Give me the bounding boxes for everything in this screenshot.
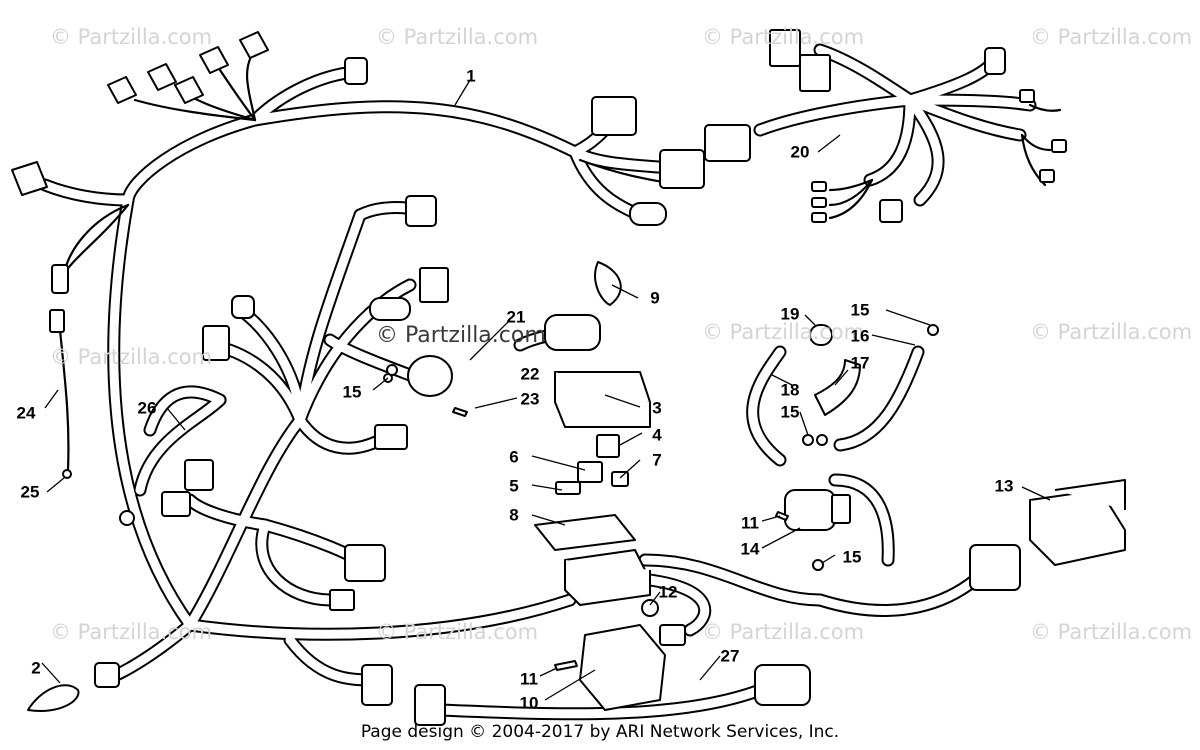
watermark: © Partzilla.com: [702, 320, 865, 344]
copyright-footer: Page design © 2004-2017 by ARI Network S…: [360, 722, 840, 742]
watermark: © Partzilla.com: [702, 620, 865, 644]
callout-8: 8: [509, 505, 519, 525]
watermark: © Partzilla.com: [1030, 25, 1193, 49]
callout-12: 12: [658, 582, 678, 602]
watermark: © Partzilla.com: [50, 345, 213, 369]
watermark: © Partzilla.com: [376, 620, 539, 644]
callout-11-regulator: 11: [520, 669, 538, 689]
watermark: © Partzilla.com: [50, 25, 213, 49]
callout-1: 1: [466, 66, 476, 86]
callout-16: 16: [850, 326, 870, 346]
callout-9: 9: [650, 288, 660, 308]
callout-2: 2: [31, 658, 41, 678]
callout-25: 25: [20, 482, 40, 502]
callout-15-left: 15: [342, 382, 362, 402]
center-watermark: © Partzilla.com: [376, 323, 546, 348]
callout-10: 10: [519, 693, 539, 713]
callout-18: 18: [780, 380, 800, 400]
callout-5: 5: [509, 476, 519, 496]
watermark: © Partzilla.com: [1030, 620, 1193, 644]
harness-wires: [38, 43, 1062, 721]
callout-3: 3: [652, 398, 662, 418]
callout-19: 19: [780, 304, 800, 324]
callout-4: 4: [652, 425, 662, 445]
callout-22: 22: [520, 364, 540, 384]
callout-15-mid: 15: [780, 402, 800, 422]
callout-23: 23: [520, 389, 540, 409]
leader-lines: [41, 79, 1051, 701]
callout-26: 26: [137, 398, 157, 418]
watermark: © Partzilla.com: [702, 25, 865, 49]
callout-15-bottom: 15: [842, 547, 862, 567]
callout-24: 24: [16, 403, 36, 423]
callout-6: 6: [509, 447, 519, 467]
watermark: © Partzilla.com: [1030, 320, 1193, 344]
callout-7: 7: [652, 450, 662, 470]
watermark: © Partzilla.com: [50, 620, 213, 644]
callout-27: 27: [720, 646, 740, 666]
callout-11-solenoid: 11: [741, 513, 759, 533]
callout-17: 17: [850, 353, 870, 373]
callout-14: 14: [740, 539, 760, 559]
callout-13: 13: [994, 476, 1014, 496]
connectors-and-parts: [11, 29, 1126, 726]
callout-21: 21: [506, 307, 526, 327]
callout-20: 20: [790, 142, 810, 162]
callout-15-top: 15: [850, 300, 870, 320]
watermark: © Partzilla.com: [376, 25, 539, 49]
